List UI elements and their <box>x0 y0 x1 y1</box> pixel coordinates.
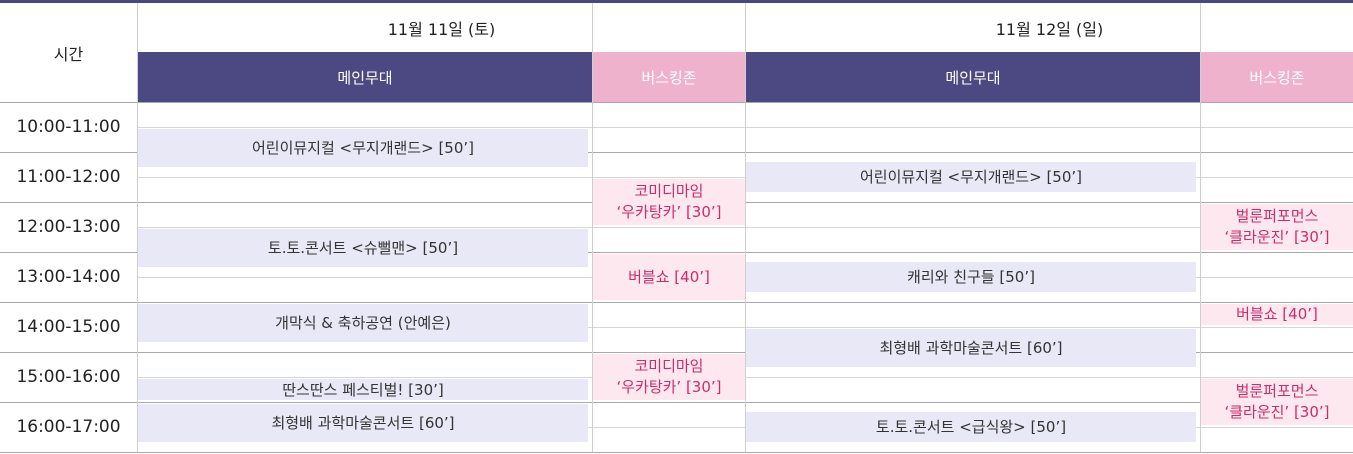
day2-main-stage-header: 메인무대 <box>746 52 1200 102</box>
busking-event: 벌룬퍼포먼스 ‘클라운진’ [30’] <box>1201 379 1353 425</box>
hour-gridline <box>0 302 1353 303</box>
hour-gridline <box>0 102 1353 103</box>
top-border <box>0 0 1353 3</box>
day1-busking-header: 버스킹존 <box>593 52 745 102</box>
main-stage-event: 최형배 과학마술콘서트 [60’] <box>746 329 1196 367</box>
day1-main-stage-header: 메인무대 <box>138 52 592 102</box>
main-stage-event: 최형배 과학마술콘서트 [60’] <box>138 404 588 442</box>
busking-event: 버블쇼 [40’] <box>1201 304 1353 325</box>
time-column-header: 시간 <box>53 44 84 64</box>
hour-gridline <box>0 152 1353 153</box>
time-slot-label: 10:00-11:00 <box>16 117 121 137</box>
busking-event: 버블쇼 [40’] <box>593 254 745 300</box>
main-stage-event: 토.토.콘서트 <급식왕> [50’] <box>746 412 1196 442</box>
time-slot-label: 14:00-15:00 <box>16 317 121 337</box>
time-slot-label: 11:00-12:00 <box>16 167 121 187</box>
time-slot-label: 13:00-14:00 <box>16 267 121 287</box>
column-divider <box>137 3 138 452</box>
hour-gridline <box>0 402 1353 403</box>
hour-gridline <box>0 352 1353 353</box>
hour-gridline <box>0 252 1353 253</box>
day2-header: 11월 12일 (일) <box>995 19 1104 39</box>
main-stage-event: 캐리와 친구들 [50’] <box>746 262 1196 292</box>
main-stage-event: 딴스딴스 페스티벌! [30’] <box>138 379 588 400</box>
column-divider <box>745 3 746 452</box>
main-stage-event: 어린이뮤지컬 <무지개랜드> [50’] <box>746 162 1196 192</box>
column-divider <box>592 3 593 452</box>
busking-event: 벌룬퍼포먼스 ‘클라운진’ [30’] <box>1201 204 1353 250</box>
time-slot-label: 12:00-13:00 <box>16 217 121 237</box>
time-slot-label: 16:00-17:00 <box>16 417 121 437</box>
main-stage-event: 개막식 & 축하공연 (안예은) <box>138 304 588 342</box>
busking-event: 코미디마임 ‘우카탕카’ [30’] <box>593 354 745 400</box>
main-stage-event: 어린이뮤지컬 <무지개랜드> [50’] <box>138 129 588 167</box>
day2-busking-header: 버스킹존 <box>1201 52 1353 102</box>
hour-gridline <box>0 452 1353 453</box>
busking-event: 코미디마임 ‘우카탕카’ [30’] <box>593 179 745 225</box>
main-stage-event: 토.토.콘서트 <슈뻘맨> [50’] <box>138 229 588 267</box>
time-slot-label: 15:00-16:00 <box>16 367 121 387</box>
column-divider <box>1200 3 1201 452</box>
day1-header: 11월 11일 (토) <box>387 19 496 39</box>
